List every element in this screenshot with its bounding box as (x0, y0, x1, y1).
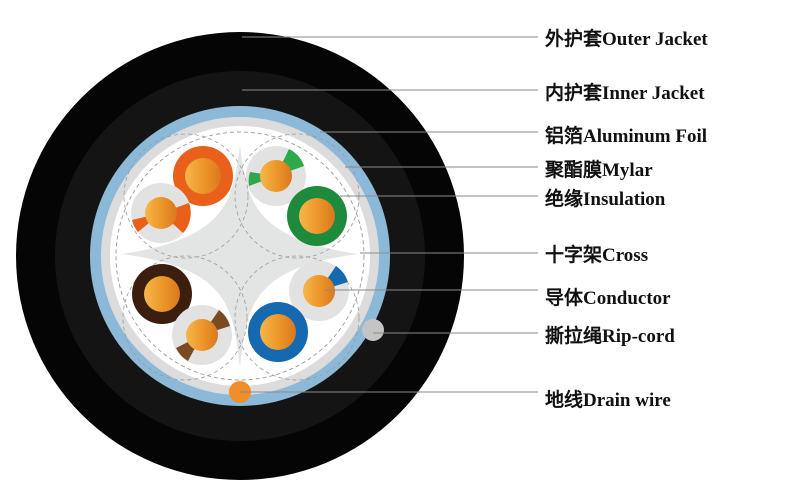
label-aluminum-foil: 铝箔Aluminum Foil (545, 124, 707, 147)
label-conductor: 导体Conductor (545, 286, 671, 309)
conductor (260, 160, 292, 192)
pair-green (246, 146, 347, 246)
conductor (303, 275, 335, 307)
label-insulation: 绝缘Insulation (545, 187, 666, 210)
pair-brown (132, 264, 232, 365)
insulation-blue-white (289, 261, 349, 321)
label-rip-cord: 撕拉绳Rip-cord (545, 324, 675, 347)
cross-filler (122, 145, 358, 366)
rip-cord (362, 319, 384, 341)
insulation-green-white (246, 146, 306, 206)
conductor (185, 158, 221, 194)
pair-orange (131, 146, 233, 243)
conductor (299, 198, 335, 234)
leader-lines (240, 36, 538, 393)
pair-blue (248, 261, 349, 362)
label-drain-wire: 地线Drain wire (545, 388, 671, 411)
labels: 外护套Outer Jacket 内护套Inner Jacket 铝箔Alumin… (544, 27, 708, 411)
label-outer-jacket: 外护套Outer Jacket (545, 27, 708, 50)
conductor (260, 314, 296, 350)
conductor (145, 197, 177, 229)
label-mylar: 聚酯膜Mylar (544, 158, 653, 181)
label-inner-jacket: 内护套Inner Jacket (545, 81, 705, 104)
insulation-orange-white (131, 183, 191, 243)
conductor (144, 276, 180, 312)
mylar-boundary (115, 131, 365, 381)
conductor (186, 319, 218, 351)
label-cross: 十字架Cross (545, 243, 648, 266)
insulation-brown-white (172, 305, 232, 365)
